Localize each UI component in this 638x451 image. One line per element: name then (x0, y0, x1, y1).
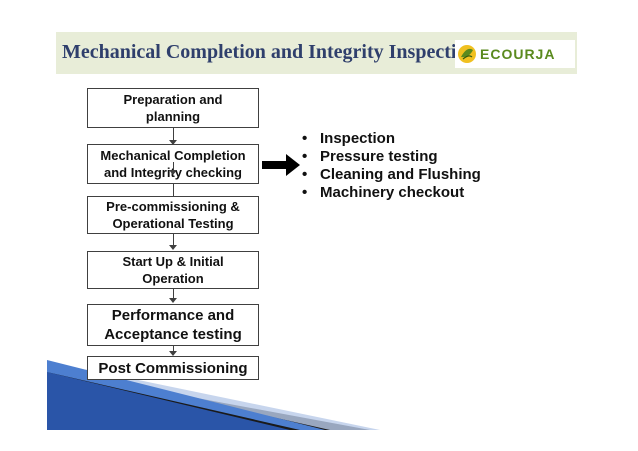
flow-connector (173, 162, 174, 174)
flow-step-mechanical-completion: Mechanical Completion and Integrity chec… (87, 144, 259, 184)
bullet-list: •Inspection •Pressure testing •Cleaning … (302, 130, 481, 202)
flow-connector (173, 346, 174, 354)
flow-connector (173, 289, 174, 299)
flow-step-performance: Performance and Acceptance testing (87, 304, 259, 346)
down-arrow-icon (169, 245, 177, 250)
down-arrow-icon (169, 351, 177, 356)
list-item: •Inspection (302, 130, 396, 147)
down-arrow-icon (169, 298, 177, 303)
down-arrow-icon (169, 170, 177, 175)
flow-connector (173, 234, 174, 246)
brand-logo: ECOURJA (455, 40, 575, 68)
flow-step-pre-commissioning: Pre-commissioning & Operational Testing (87, 196, 259, 234)
logo-text: ECOURJA (480, 46, 556, 62)
bullet-icon: • (302, 148, 308, 165)
bullet-icon: • (302, 130, 308, 147)
bullet-icon: • (302, 166, 308, 183)
flow-step-post-commissioning: Post Commissioning (87, 356, 259, 380)
list-item: •Machinery checkout (302, 184, 465, 201)
list-item: •Cleaning and Flushing (302, 166, 481, 183)
down-arrow-icon (169, 140, 177, 145)
flow-connector (173, 184, 174, 196)
right-arrow-icon (262, 154, 300, 176)
flow-step-start-up: Start Up & Initial Operation (87, 251, 259, 289)
flow-connector (173, 128, 174, 142)
page-title: Mechanical Completion and Integrity Insp… (62, 41, 478, 63)
list-item: •Pressure testing (302, 148, 438, 165)
flow-step-preparation: Preparation and planning (87, 88, 259, 128)
bullet-icon: • (302, 184, 308, 201)
leaf-logo-icon (458, 45, 476, 63)
